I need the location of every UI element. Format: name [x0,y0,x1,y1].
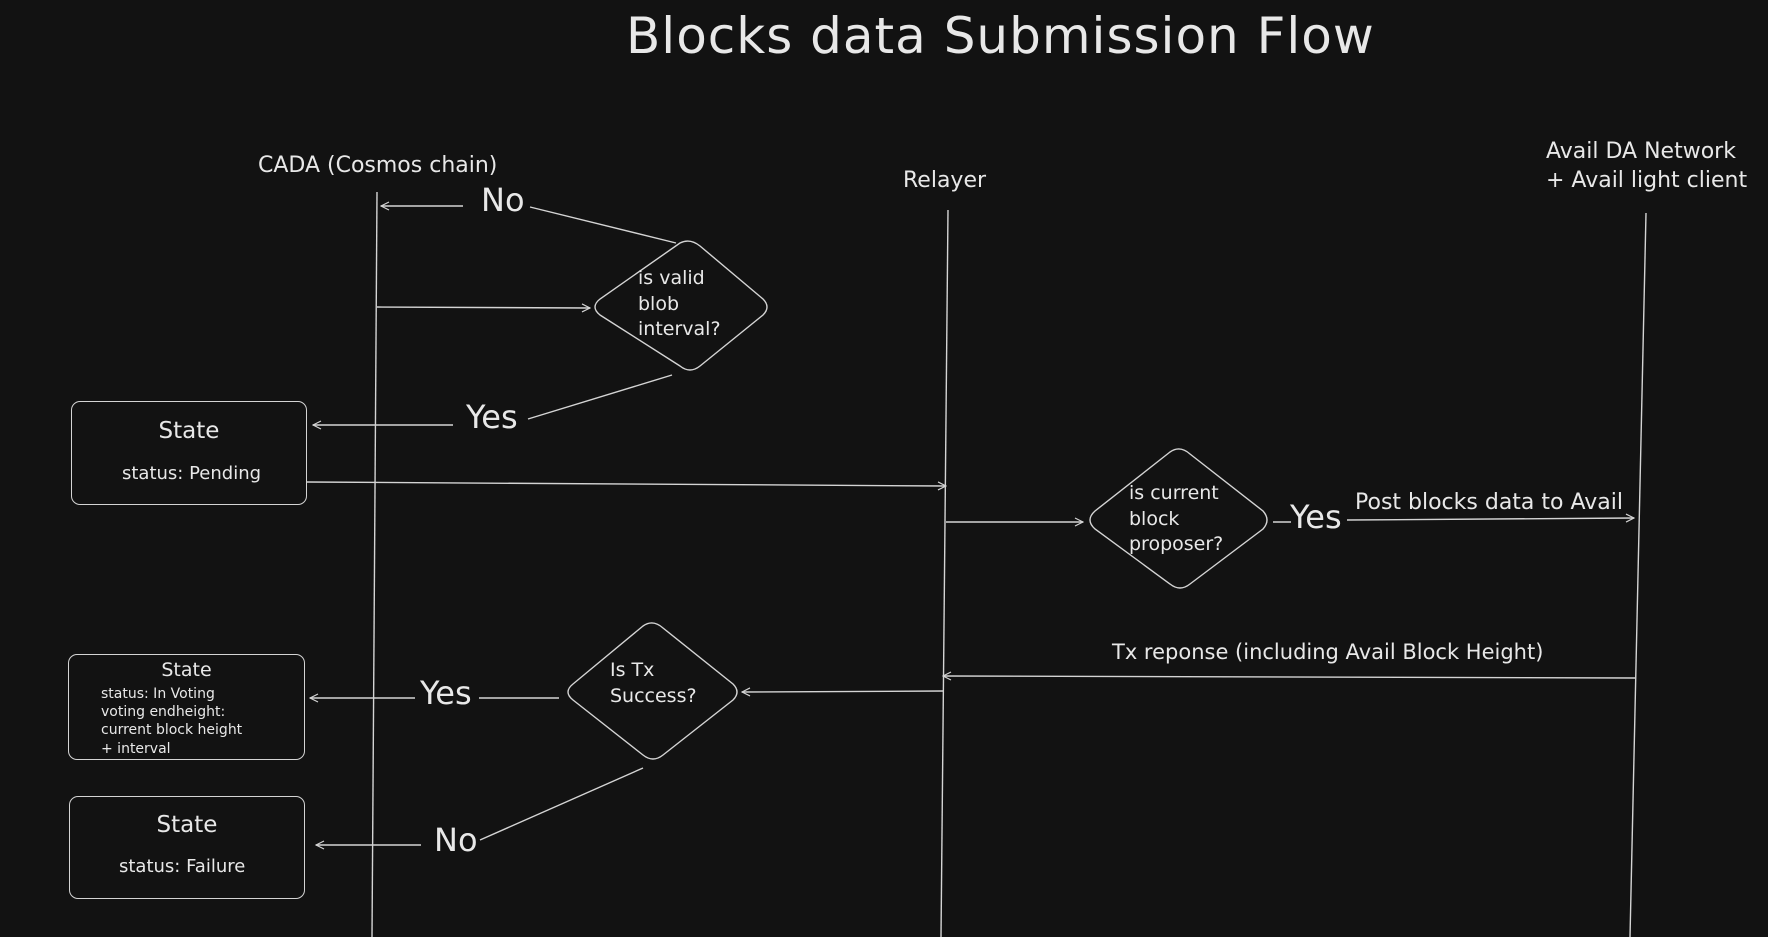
relayer-to-tx-success-arrow [742,691,944,692]
lane-cada: CADA (Cosmos chain) [258,153,498,178]
state-in-voting-line: status: In Voting [101,686,215,702]
block-proposer-line: proposer? [1129,533,1224,556]
valid-interval-line: is valid [638,267,705,289]
valid-interval-line: interval? [638,318,721,341]
edge-no-1: No [481,181,525,219]
edge-yes-2: Yes [1290,498,1342,536]
state-in-voting-line: voting endheight: [101,704,226,721]
pending-to-relayer-arrow [306,481,946,486]
state-failure-status: status: Failure [119,856,246,877]
relayer-lifeline [940,209,949,937]
block-proposer-text: is current block proposer? [1129,481,1223,558]
state-pending-status: status: Pending [122,463,262,484]
avail-lifeline [1629,212,1647,937]
state-in-voting-line: current block height [101,722,243,739]
state-in-voting-line: + interval [101,740,171,757]
state-in-voting-box: State status: In Voting voting endheight… [68,654,305,760]
edge-tx-response: Tx reponse (including Avail Block Height… [1112,640,1544,664]
valid-interval-line: blob [638,292,680,315]
state-in-voting-details: status: In Voting voting endheight: curr… [101,685,242,758]
tx-success-text: Is Tx Success? [610,658,697,709]
lane-avail-line2: + Avail light client [1546,168,1748,193]
edge-post-blocks: Post blocks data to Avail [1355,490,1623,515]
valid-interval-diamond [594,240,768,371]
block-proposer-diamond [1089,448,1268,589]
edge-no-2: No [434,821,478,859]
state-pending-title: State [158,418,220,444]
state-pending-box: State status: Pending [71,401,307,505]
valid-interval-text: is valid blob interval? [638,266,721,343]
block-proposer-line: is current [1129,482,1219,504]
state-in-voting-title: State [161,659,212,681]
edge-yes-3: Yes [420,674,472,712]
lane-avail-line1: Avail DA Network [1546,139,1736,164]
diagram-title: Blocks data Submission Flow [626,7,1375,65]
edge-yes-1: Yes [466,398,518,436]
state-failure-title: State [156,812,218,838]
state-failure-box: State status: Failure [69,796,305,899]
tx-success-line: Success? [610,684,697,707]
post-blocks-arrow [1346,518,1634,520]
cada-lifeline [371,191,378,937]
tx-success-line: Is Tx [610,659,655,681]
block-proposer-line: block [1129,507,1180,530]
tx-response-arrow [943,676,1636,678]
tx-success-diamond [567,622,738,760]
lane-relayer: Relayer [903,168,987,193]
cada-to-valid-arrow [376,307,590,308]
